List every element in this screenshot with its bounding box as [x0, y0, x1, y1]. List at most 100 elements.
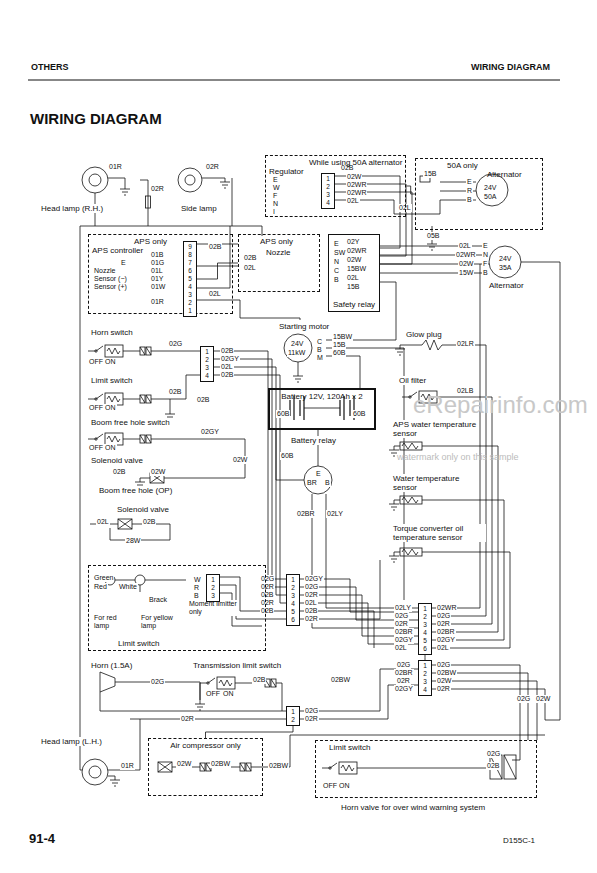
wire-label: 01R	[108, 163, 123, 171]
wire-label: R	[193, 584, 200, 592]
pin-number: 4	[421, 629, 429, 637]
component-name: Alternator	[419, 170, 539, 179]
wire-label: N	[333, 258, 340, 266]
wire-label: 02BR	[436, 628, 456, 636]
component-box: Limit switch	[315, 740, 537, 798]
wire-label: ON	[104, 444, 117, 452]
wire-label: Oil filter	[398, 376, 427, 385]
wire-label: B	[193, 592, 200, 600]
wire-label: 02G	[150, 678, 165, 686]
wire-label: 02R	[436, 620, 451, 628]
wire-label: 01R	[150, 298, 165, 306]
wire-label: 11kW	[287, 349, 306, 357]
wire-label: B	[324, 479, 331, 487]
wire-label: B	[482, 269, 489, 277]
wire-label: 60B	[276, 410, 290, 418]
wire-label: W	[193, 576, 202, 584]
wire-label: 02Y	[346, 238, 360, 246]
wire-label: Sensor (−)	[93, 275, 128, 283]
wire-label: C	[316, 338, 323, 346]
wire-label: 35A	[498, 264, 512, 272]
component-name: Battery 12V, 120Ah x 2	[273, 392, 371, 401]
wire-label: watermark only on this sample	[396, 452, 520, 462]
wire-label: 02L	[346, 274, 360, 282]
wire-label: White	[118, 583, 138, 591]
pin-number: 4	[421, 686, 429, 694]
wire-label: 91-4	[28, 832, 56, 846]
wire-label: 15BW	[332, 333, 353, 341]
wire-label: 02G	[260, 575, 275, 583]
pin-number: 2	[421, 613, 429, 621]
wire-label: 60B	[332, 349, 346, 357]
pin-number: 1	[186, 307, 194, 315]
wire-label: Battery relay	[290, 436, 337, 445]
wire-label: 15BW	[346, 265, 367, 273]
wire-label: 02BR	[394, 669, 414, 677]
wire-label: W	[272, 184, 281, 192]
wire-label: 60B	[280, 452, 294, 460]
wire-label: 02B	[304, 607, 318, 615]
wire-label: 02G	[396, 661, 411, 669]
wire-label: 02BW	[330, 676, 351, 684]
wire-label: 02W	[346, 256, 362, 264]
wire-label: 02WR	[346, 181, 367, 189]
pin-number: 4	[186, 283, 194, 291]
pin-number: 4	[324, 199, 332, 207]
wire-label: OFF	[88, 358, 104, 366]
wire-label: Moment limitter only	[188, 600, 238, 616]
connector-block: 1234	[418, 660, 432, 696]
wire-connector	[197, 263, 238, 279]
wire-label: 02R	[304, 615, 319, 623]
component-name: 50A only	[419, 161, 539, 170]
wire-label: C	[333, 267, 340, 275]
pin-number: 2	[289, 584, 297, 592]
wire-label: E	[466, 178, 473, 186]
wire-label: Side lamp	[180, 204, 218, 213]
wire-label: OFF	[322, 782, 338, 790]
wire-label: 05B	[426, 232, 440, 240]
wire-label: 02R	[180, 715, 195, 723]
component-name: Air compressor only	[152, 741, 259, 750]
pin-number: 5	[289, 608, 297, 616]
wire-label: Green	[93, 574, 114, 582]
component-box: 50A onlyAlternator	[415, 158, 543, 230]
component-name: Regulator	[269, 167, 402, 176]
wire-label: B	[333, 276, 340, 284]
component-name: Limit switch	[92, 639, 262, 648]
wire-label: 02WR	[436, 604, 457, 612]
wire-label: 02GY	[304, 575, 324, 583]
wire-label: 24V	[290, 340, 304, 348]
wire-label: 01R	[120, 762, 135, 770]
wire-label: 02WR	[455, 251, 476, 259]
pin-number: 5	[421, 637, 429, 645]
wire-label: Glow plug	[405, 330, 443, 339]
wire-label: Nozzle	[93, 267, 116, 275]
wire-label: 02BW	[210, 760, 231, 768]
wire-label: 02R	[394, 620, 409, 628]
wire-label: ON	[104, 404, 117, 412]
pin-number: 1	[324, 175, 332, 183]
wire-label: 02L	[208, 290, 222, 298]
wire-label: Transmission limit switch	[192, 661, 282, 670]
component-name: APS only	[92, 237, 229, 246]
component-name: Safety relay	[332, 300, 376, 309]
wire-label: I	[272, 208, 276, 216]
wire-label: 15B	[332, 341, 346, 349]
wire-label: 02R	[304, 591, 319, 599]
wire-label: Solenoid valve	[116, 505, 170, 514]
component-box: Limit switch123	[88, 565, 266, 651]
wire-label: 02W	[232, 456, 248, 464]
wire-label: 01G	[150, 259, 165, 267]
wire-connector	[406, 186, 415, 194]
pin-number: 2	[186, 299, 194, 307]
wire-label: 02G	[304, 583, 319, 591]
wire-label: 01B	[150, 251, 164, 259]
wire-label: 15W	[458, 269, 474, 277]
wire-label: N	[272, 200, 279, 208]
wire-label: 02L	[436, 644, 450, 652]
wire-label: Limit switch	[90, 376, 133, 385]
wire-label: 28W	[125, 537, 141, 545]
wire-label: 01Y	[150, 275, 164, 283]
component-box: While using 50A alternatorRegulator1234	[265, 155, 406, 217]
